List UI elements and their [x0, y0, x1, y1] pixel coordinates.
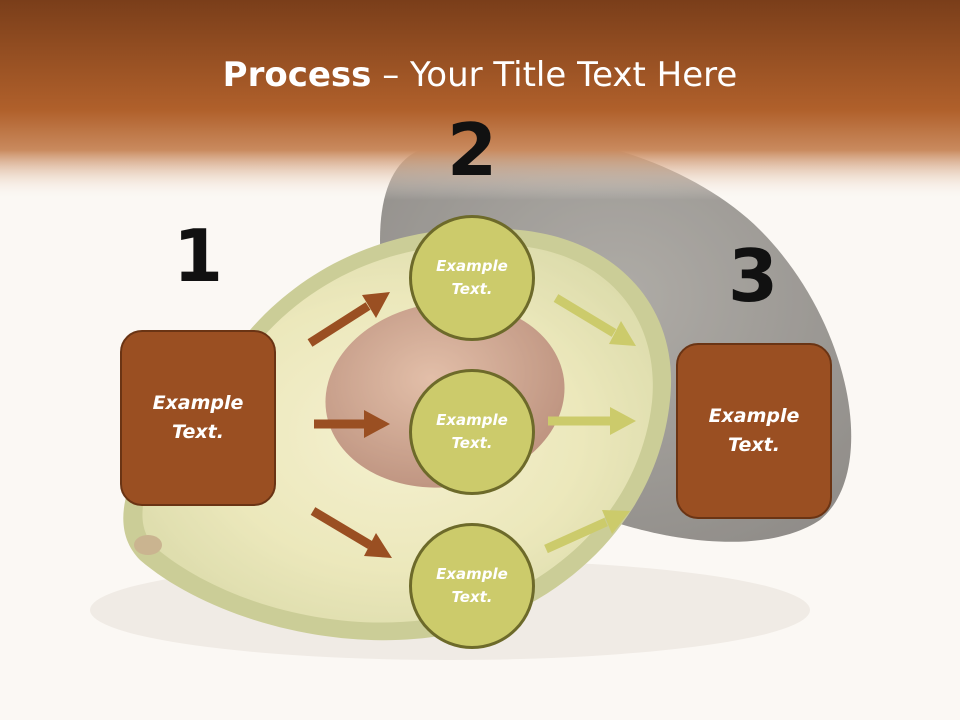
title-bold-part: Process: [222, 55, 372, 95]
arrow-middle-to-right: [548, 407, 636, 435]
step-3-box-text: Example Text.: [709, 402, 800, 460]
step-3-box-line2: Text.: [728, 434, 780, 456]
step-number-1: 1: [172, 214, 224, 298]
step-number-2: 2: [446, 108, 498, 192]
step-3-box: Example Text.: [676, 343, 832, 519]
circle-middle-line1: Example: [436, 411, 508, 429]
arrow-left-to-bottom: [310, 507, 392, 558]
step-2-circle-bottom: Example Text.: [409, 523, 535, 649]
arrow-bottom-to-right: [544, 510, 630, 554]
circle-top-line2: Text.: [451, 280, 493, 298]
arrow-top-to-right: [553, 294, 636, 346]
step-1-box: Example Text.: [120, 330, 276, 506]
arrow-left-to-middle: [314, 410, 390, 438]
step-3-box-line1: Example: [708, 405, 800, 427]
circle-bottom-line2: Text.: [451, 588, 493, 606]
step-1-box-line2: Text.: [172, 421, 224, 443]
circle-middle-line2: Text.: [451, 434, 493, 452]
slide-title: Process – Your Title Text Here: [0, 54, 960, 96]
step-1-box-text: Example Text.: [153, 389, 244, 447]
title-separator: –: [371, 55, 411, 95]
step-number-3: 3: [727, 234, 779, 318]
step-2-circle-top: Example Text.: [409, 215, 535, 341]
step-1-box-line1: Example: [152, 392, 244, 414]
circle-bottom-line1: Example: [436, 565, 508, 583]
title-text-part: Your Title Text Here: [410, 55, 738, 95]
step-2-circle-middle: Example Text.: [409, 369, 535, 495]
arrow-left-to-top: [307, 292, 390, 347]
circle-top-line1: Example: [436, 257, 508, 275]
